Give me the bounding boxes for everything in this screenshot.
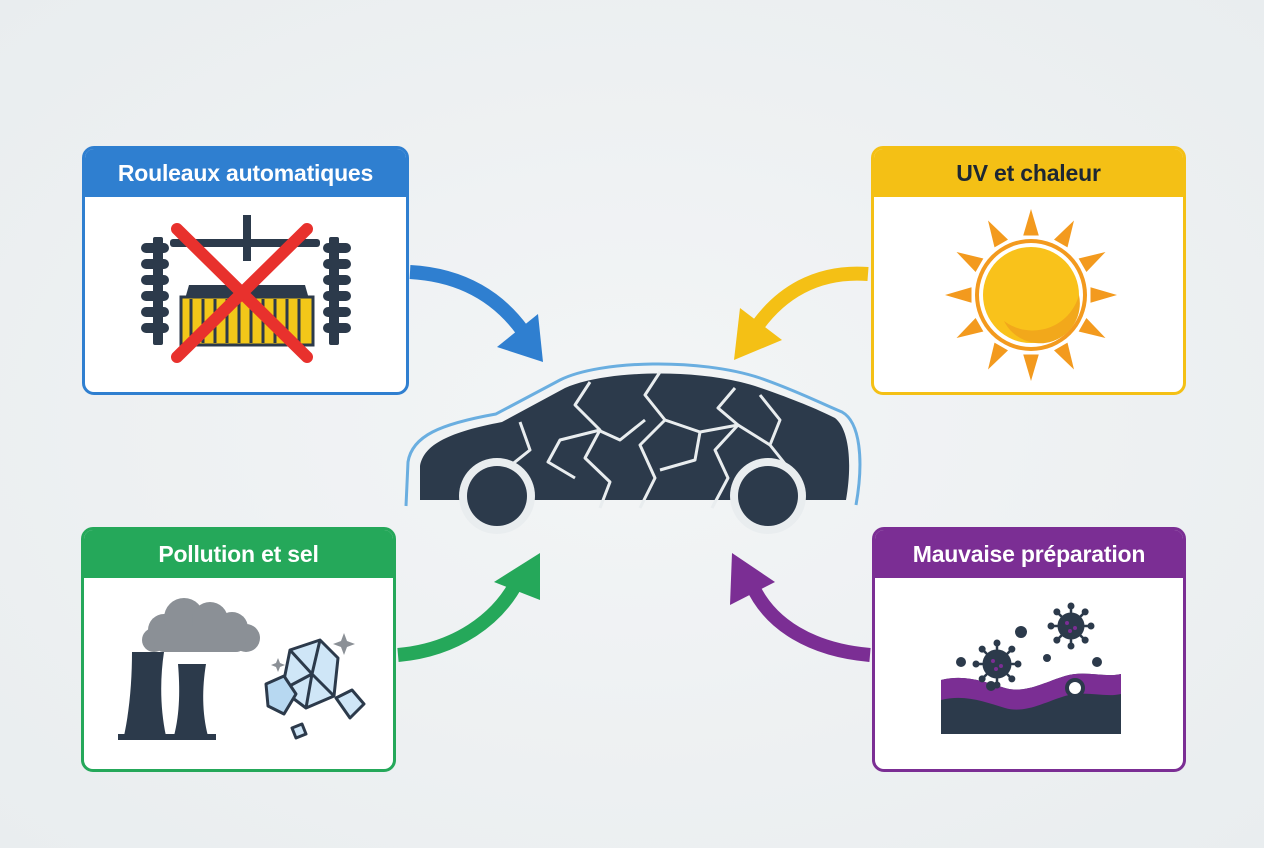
sun-icon: [945, 209, 1117, 381]
cause-title-rollers: Rouleaux automatiques: [85, 149, 406, 197]
cause-title-prep: Mauvaise préparation: [875, 530, 1183, 578]
cause-card-uv: UV et chaleur: [871, 146, 1186, 395]
contaminated-surface-icon: [941, 602, 1121, 734]
arrow-pollution-to-car: [397, 553, 540, 662]
cause-card-pollution: Pollution et sel: [81, 527, 396, 772]
cause-card-prep: Mauvaise préparation: [872, 527, 1186, 772]
arrow-prep-to-car: [730, 553, 871, 662]
car-wash-brush-crossed-icon: [141, 215, 351, 363]
cause-card-rollers: Rouleaux automatiques: [82, 146, 409, 395]
cause-title-uv: UV et chaleur: [874, 149, 1183, 197]
cause-title-pollution: Pollution et sel: [84, 530, 393, 578]
arrow-uv-to-car: [734, 266, 869, 360]
factory-smoke-salt-crystals-icon: [118, 598, 366, 740]
arrow-rollers-to-car: [409, 265, 543, 362]
